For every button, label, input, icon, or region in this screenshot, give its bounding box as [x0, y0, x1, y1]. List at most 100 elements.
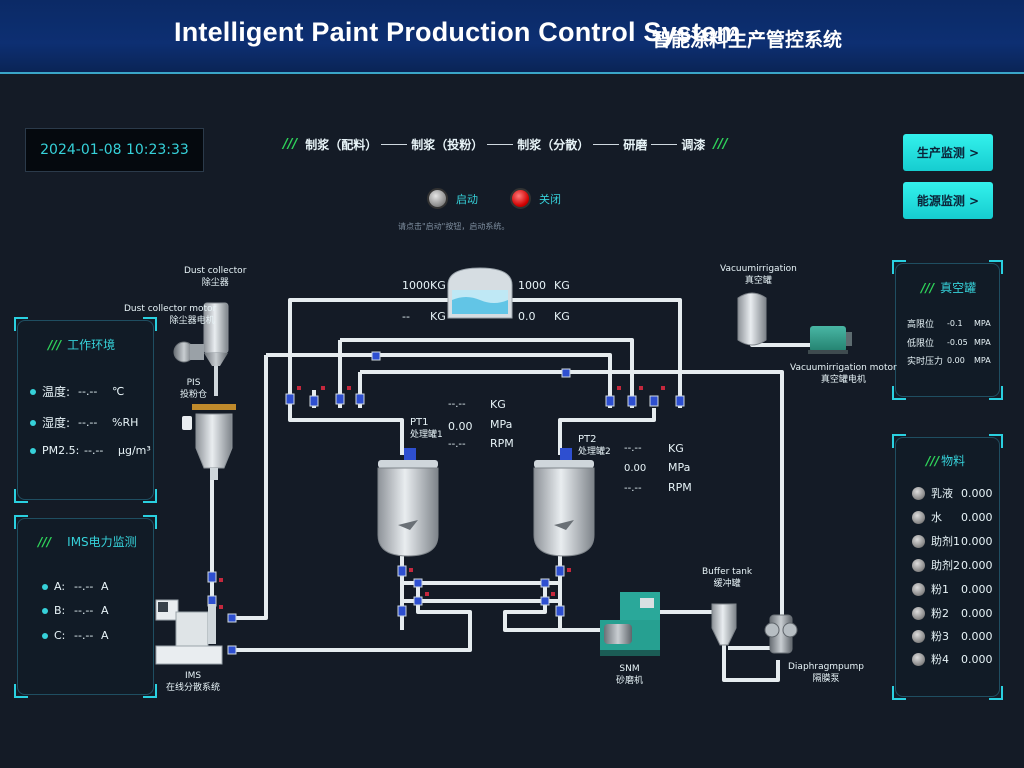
stop-label: 关闭	[539, 192, 561, 206]
high-limit-label: 高限位	[907, 320, 935, 330]
flow-step-batching: 制浆（配料）	[305, 137, 378, 152]
material-value: 0.000	[961, 486, 993, 500]
material-name: 乳液	[931, 487, 953, 500]
pipe	[236, 355, 268, 620]
ims-title-text: IMS电力监测	[67, 535, 137, 549]
valve-icon	[207, 571, 217, 583]
snm-label: SNM 砂磨机	[616, 664, 644, 686]
ims-unit	[155, 599, 223, 665]
material-row: 粉4 0.000	[912, 651, 993, 667]
bullet-icon	[42, 632, 48, 639]
material-indicator-icon	[912, 534, 925, 548]
env-title-text: 工作环境	[67, 338, 116, 352]
humidity-value: --.--	[78, 416, 98, 429]
valve-icon	[605, 395, 615, 407]
dust-collector	[173, 302, 229, 396]
valve-icon	[627, 395, 637, 407]
env-row-pm25: PM2.5: --.-- μg/m³	[30, 444, 151, 457]
valve-icon	[335, 393, 345, 405]
low-limit-value: -0.05	[947, 338, 968, 347]
vacuum-row-low: 低限位 -0.05 MPA	[907, 336, 991, 349]
production-monitor-button[interactable]: 生产监测 >	[903, 134, 993, 171]
page-title-cn: 智能涂料生产管控系统	[652, 29, 843, 51]
tank-right-weight: 1000	[518, 279, 546, 292]
valve-icon	[397, 565, 407, 577]
tank-right-value-unit: KG	[554, 310, 570, 323]
pt1-tank	[377, 448, 439, 557]
header-bar: Intelligent Paint Production Control Sys…	[0, 0, 1024, 74]
material-indicator-icon	[912, 486, 925, 500]
realtime-pressure-unit: MPA	[974, 356, 991, 365]
valve-icon	[227, 645, 237, 655]
material-row: 乳液 0.000	[912, 485, 993, 501]
env-row-humidity: 湿度: --.-- %RH	[30, 414, 138, 431]
phase-a-value: --.--	[74, 580, 94, 593]
start-control[interactable]: 启动	[427, 188, 478, 209]
flow-step-tinting: 调漆	[681, 137, 706, 152]
pm25-unit: μg/m³	[118, 444, 151, 457]
flow-step-grinding: 研磨	[623, 137, 648, 152]
valve-icon	[355, 393, 365, 405]
pt1-speed-unit: RPM	[490, 437, 514, 450]
vacuum-title-text: 真空罐	[940, 281, 977, 295]
high-limit-value: -0.1	[947, 319, 963, 328]
slashes-icon: ///	[921, 280, 935, 295]
page-title: Intelligent Paint Production Control Sys…	[174, 17, 741, 47]
bullet-icon	[30, 447, 36, 454]
vacuum-row-realtime: 实时压力 0.00 MPA	[907, 354, 991, 367]
bullet-icon	[42, 583, 48, 590]
diaphragm-pump-label: Diaphragmpump 隔膜泵	[788, 662, 864, 684]
pt1-speed: --.--	[448, 439, 466, 450]
valve-icon	[227, 613, 237, 623]
flow-step-powder: 制浆（投粉）	[411, 137, 484, 152]
realtime-pressure-value: 0.00	[947, 356, 965, 365]
pt2-label: PT2 处理罐2	[578, 434, 611, 457]
valve-icon	[413, 578, 423, 588]
phase-b-unit: A	[101, 604, 109, 617]
diaphragm-pump	[764, 614, 798, 654]
vacuum-panel-title: /// 真空罐	[921, 279, 976, 296]
realtime-pressure-label: 实时压力	[907, 357, 944, 367]
phase-c-label: C:	[54, 629, 66, 642]
material-name: 粉1	[931, 583, 949, 596]
dust-motor-label: Dust collector motor 除尘器电机	[124, 304, 217, 326]
pt2-tank	[533, 448, 595, 557]
pipe	[722, 645, 780, 682]
slashes-icon: ///	[48, 337, 62, 352]
material-value: 0.000	[961, 629, 993, 643]
tank-right-weight-unit: KG	[554, 279, 570, 292]
valve-icon	[309, 395, 319, 407]
buffer-tank-label: Buffer tank 缓冲罐	[702, 567, 753, 589]
slashes-icon: ///	[283, 136, 298, 152]
material-name: 助剂1	[931, 535, 960, 548]
process-flow: /// 制浆（配料） 制浆（投粉） 制浆（分散） 研磨 调漆 ///	[275, 134, 736, 154]
low-limit-label: 低限位	[907, 339, 935, 349]
material-value: 0.000	[961, 652, 993, 666]
pt2-weight: --.--	[624, 443, 642, 454]
vacuum-panel	[892, 260, 1003, 400]
pt1-label: PT1 处理罐1	[410, 417, 443, 440]
valve-icon	[371, 351, 381, 361]
pis-label: PIS 投粉仓	[180, 378, 208, 400]
valve-icon	[675, 395, 685, 407]
material-value: 0.000	[961, 534, 993, 548]
valve-icon	[555, 565, 565, 577]
pipe	[288, 408, 404, 455]
scale-tank	[447, 267, 513, 319]
bullet-icon	[30, 419, 36, 426]
material-name: 粉4	[931, 653, 949, 666]
material-indicator-icon	[912, 558, 925, 572]
stop-button[interactable]	[510, 188, 531, 209]
slashes-icon: ///	[713, 136, 728, 152]
start-button[interactable]	[427, 188, 448, 209]
energy-monitor-button[interactable]: 能源监测 >	[903, 182, 993, 219]
valve-icon	[413, 596, 423, 606]
pt1-pressure: 0.00	[448, 420, 473, 433]
material-name: 粉2	[931, 607, 949, 620]
phase-c-value: --.--	[74, 629, 94, 642]
stop-control[interactable]: 关闭	[510, 188, 561, 209]
material-indicator-icon	[912, 629, 925, 643]
